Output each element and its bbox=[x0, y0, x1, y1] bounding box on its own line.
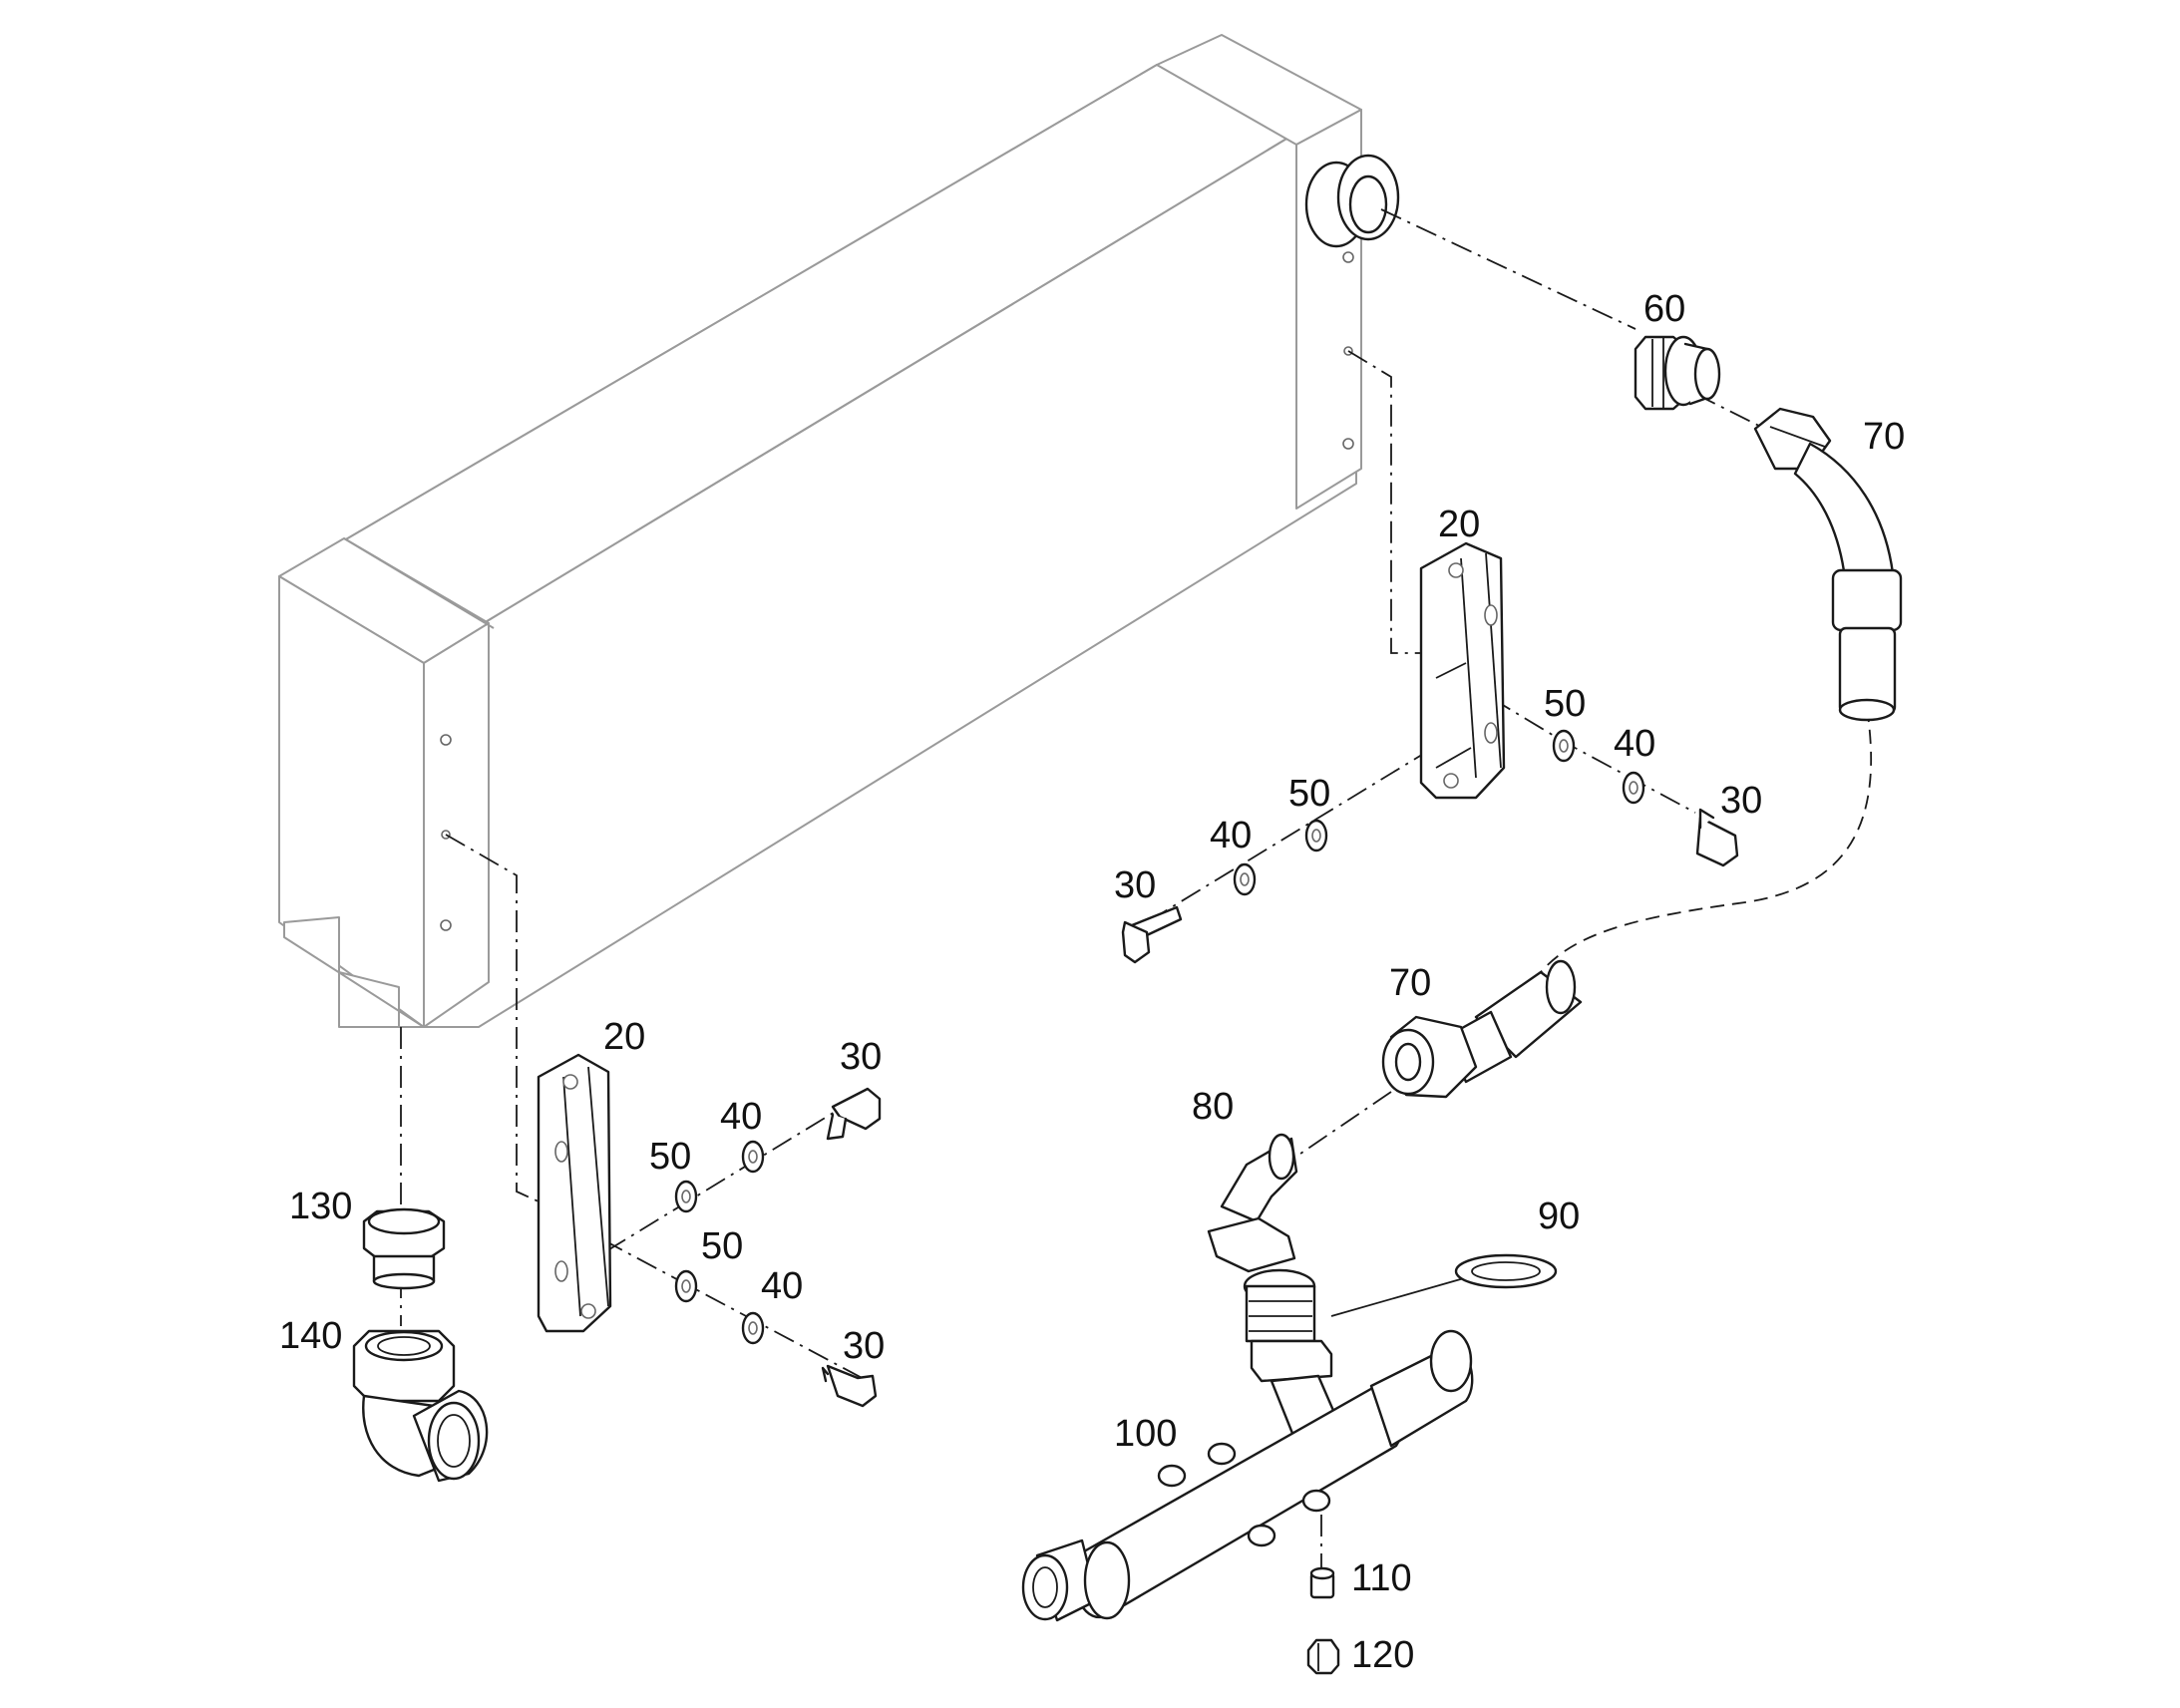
cooler-core bbox=[278, 34, 1362, 1028]
bolt-30-left-lower bbox=[821, 1364, 878, 1408]
part-20-bracket-right bbox=[1419, 541, 1506, 800]
callout-40-left-lower: 40 bbox=[761, 1265, 803, 1307]
washer-40-left-upper bbox=[741, 1140, 765, 1174]
part-80-elbow bbox=[1207, 1133, 1298, 1273]
part-100-manifold bbox=[1021, 1268, 1474, 1622]
callout-30-right-upper: 30 bbox=[1720, 780, 1762, 822]
callout-40-left-upper: 40 bbox=[720, 1096, 762, 1138]
bolt-30-right-upper bbox=[1695, 808, 1739, 867]
callout-70-lower: 70 bbox=[1389, 962, 1431, 1004]
callout-30-left-upper: 30 bbox=[840, 1036, 882, 1078]
callout-50-right-upper: 50 bbox=[1544, 683, 1586, 725]
washer-50-left-lower bbox=[674, 1269, 698, 1303]
part-110-plug bbox=[1309, 1566, 1335, 1599]
callout-30-left-lower: 30 bbox=[843, 1325, 885, 1367]
part-60-adapter bbox=[1634, 335, 1721, 411]
callout-90: 90 bbox=[1538, 1196, 1580, 1237]
callout-130: 130 bbox=[289, 1186, 352, 1227]
part-70-hose-upper bbox=[1753, 407, 1903, 722]
part-90-seal-ring bbox=[1454, 1253, 1558, 1289]
part-70-hose-lower bbox=[1381, 959, 1583, 1099]
callout-110: 110 bbox=[1351, 1557, 1412, 1599]
cooler-outlet-port bbox=[1304, 154, 1400, 248]
callout-20-right: 20 bbox=[1438, 504, 1480, 545]
callout-40-right-lower: 40 bbox=[1210, 815, 1252, 856]
washer-50-left-upper bbox=[674, 1180, 698, 1213]
callout-20-left: 20 bbox=[603, 1016, 645, 1058]
callout-70-upper: 70 bbox=[1863, 416, 1905, 458]
part-120-nut bbox=[1306, 1638, 1340, 1675]
part-130-nipple bbox=[362, 1207, 446, 1290]
washer-40-left-lower bbox=[741, 1311, 765, 1345]
callout-50-left-lower: 50 bbox=[701, 1225, 743, 1267]
callout-50-left-upper: 50 bbox=[649, 1136, 691, 1178]
callout-40-right-upper: 40 bbox=[1614, 723, 1655, 765]
callout-60: 60 bbox=[1643, 288, 1685, 330]
washer-40-right-upper bbox=[1622, 771, 1645, 805]
callout-30-right-lower: 30 bbox=[1114, 864, 1156, 906]
callout-120: 120 bbox=[1351, 1634, 1414, 1676]
bolt-30-right-lower bbox=[1121, 905, 1183, 964]
bolt-30-left-upper bbox=[826, 1087, 882, 1141]
callout-80: 80 bbox=[1192, 1086, 1234, 1128]
callout-50-right-lower: 50 bbox=[1288, 773, 1330, 815]
part-140-elbow bbox=[352, 1329, 489, 1483]
part-20-bracket-left bbox=[537, 1053, 612, 1333]
callout-140: 140 bbox=[279, 1315, 342, 1357]
washer-50-right-upper bbox=[1552, 729, 1576, 763]
callout-100: 100 bbox=[1114, 1413, 1177, 1455]
washer-50-right-lower bbox=[1304, 819, 1328, 853]
washer-40-right-lower bbox=[1233, 862, 1257, 896]
